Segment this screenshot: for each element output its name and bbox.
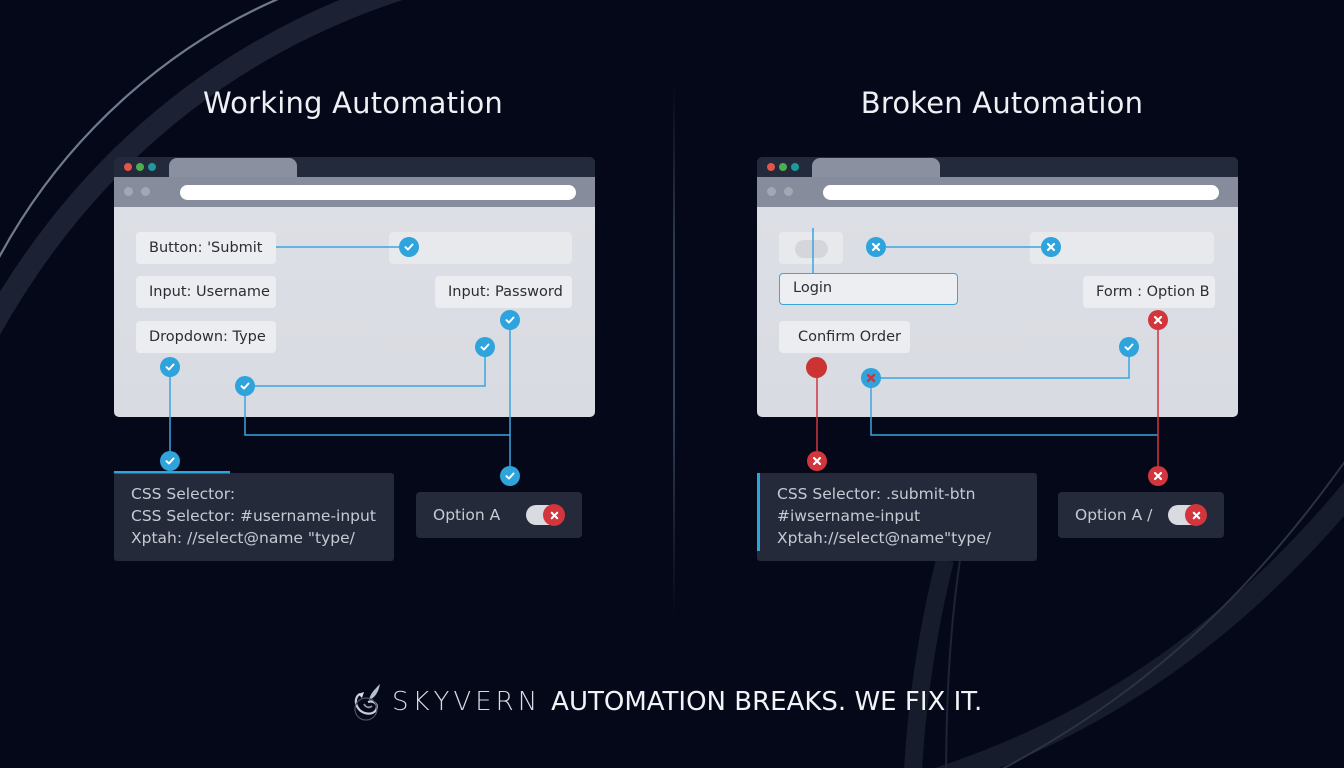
footer-branding: SKYVERN AUTOMATION BREAKS. WE FIX IT.	[350, 682, 982, 722]
option-toggle[interactable]	[1168, 504, 1207, 526]
forward-icon[interactable]	[141, 187, 150, 196]
x-icon	[866, 237, 886, 257]
working-selector-panel: CSS Selector: CSS Selector: #username-in…	[114, 473, 394, 561]
url-bar[interactable]	[180, 185, 576, 200]
back-icon[interactable]	[767, 187, 776, 196]
placeholder-pill	[795, 240, 828, 258]
browser-toolbar	[757, 177, 1238, 207]
x-icon	[1185, 504, 1207, 526]
input-username-element[interactable]: Input: Username	[136, 276, 276, 308]
form-option-b-element[interactable]: Form : Option B	[1083, 276, 1215, 308]
login-element[interactable]: Login	[779, 273, 958, 305]
error-dot-icon	[806, 357, 827, 378]
working-browser-window: Button: 'Submit Input: Username Input: P…	[114, 157, 595, 417]
x-icon	[1148, 310, 1168, 330]
option-label: Option A	[433, 506, 501, 524]
maximize-dot-icon[interactable]	[148, 163, 156, 171]
check-icon	[399, 237, 419, 257]
tagline: AUTOMATION BREAKS. WE FIX IT.	[551, 687, 983, 717]
broken-browser-window: Login Form : Option B Confirm Order	[757, 157, 1238, 417]
window-controls	[767, 163, 799, 171]
check-icon	[235, 376, 255, 396]
check-icon	[160, 357, 180, 377]
broken-option-panel: Option A /	[1058, 492, 1224, 538]
close-dot-icon[interactable]	[767, 163, 775, 171]
browser-content: Button: 'Submit Input: Username Input: P…	[114, 207, 595, 417]
broken-selector-panel: CSS Selector: .submit-btn #iwsername-inp…	[757, 473, 1037, 561]
close-dot-icon[interactable]	[124, 163, 132, 171]
minimize-dot-icon[interactable]	[779, 163, 787, 171]
brand-name: SKYVERN	[392, 687, 542, 717]
selector-line: CSS Selector: .submit-btn	[777, 485, 976, 503]
panel-divider	[673, 85, 675, 617]
window-controls	[124, 163, 156, 171]
browser-toolbar	[114, 177, 595, 207]
selector-line: CSS Selector:	[131, 485, 236, 503]
working-title: Working Automation	[202, 86, 503, 120]
check-icon	[160, 451, 180, 471]
x-icon	[1148, 466, 1168, 486]
confirm-order-element[interactable]: Confirm Order	[779, 321, 910, 353]
check-icon	[1119, 337, 1139, 357]
url-bar[interactable]	[823, 185, 1219, 200]
x-icon	[1041, 237, 1061, 257]
back-icon[interactable]	[124, 187, 133, 196]
selector-line: CSS Selector: #username-input	[131, 507, 376, 525]
input-password-element[interactable]: Input: Password	[435, 276, 572, 308]
x-icon	[861, 368, 881, 388]
working-option-panel: Option A	[416, 492, 582, 538]
button-submit-element[interactable]: Button: 'Submit	[136, 232, 276, 264]
missing-button-element[interactable]	[779, 232, 843, 264]
broken-title: Broken Automation	[860, 86, 1144, 120]
maximize-dot-icon[interactable]	[791, 163, 799, 171]
dropdown-type-element[interactable]: Dropdown: Type	[136, 321, 276, 353]
check-icon	[500, 466, 520, 486]
browser-content: Login Form : Option B Confirm Order	[757, 207, 1238, 417]
check-icon	[475, 337, 495, 357]
option-toggle[interactable]	[526, 504, 565, 526]
check-icon	[500, 310, 520, 330]
x-icon	[543, 504, 565, 526]
x-icon	[807, 451, 827, 471]
minimize-dot-icon[interactable]	[136, 163, 144, 171]
dragon-logo-icon	[354, 684, 380, 721]
selector-line: Xptah: //select@name "type/	[131, 529, 355, 547]
target-element[interactable]	[389, 232, 572, 264]
forward-icon[interactable]	[784, 187, 793, 196]
option-label: Option A /	[1075, 506, 1153, 524]
selector-line: #iwsername-input	[777, 507, 921, 525]
selector-line: Xptah://select@name"type/	[777, 529, 992, 547]
